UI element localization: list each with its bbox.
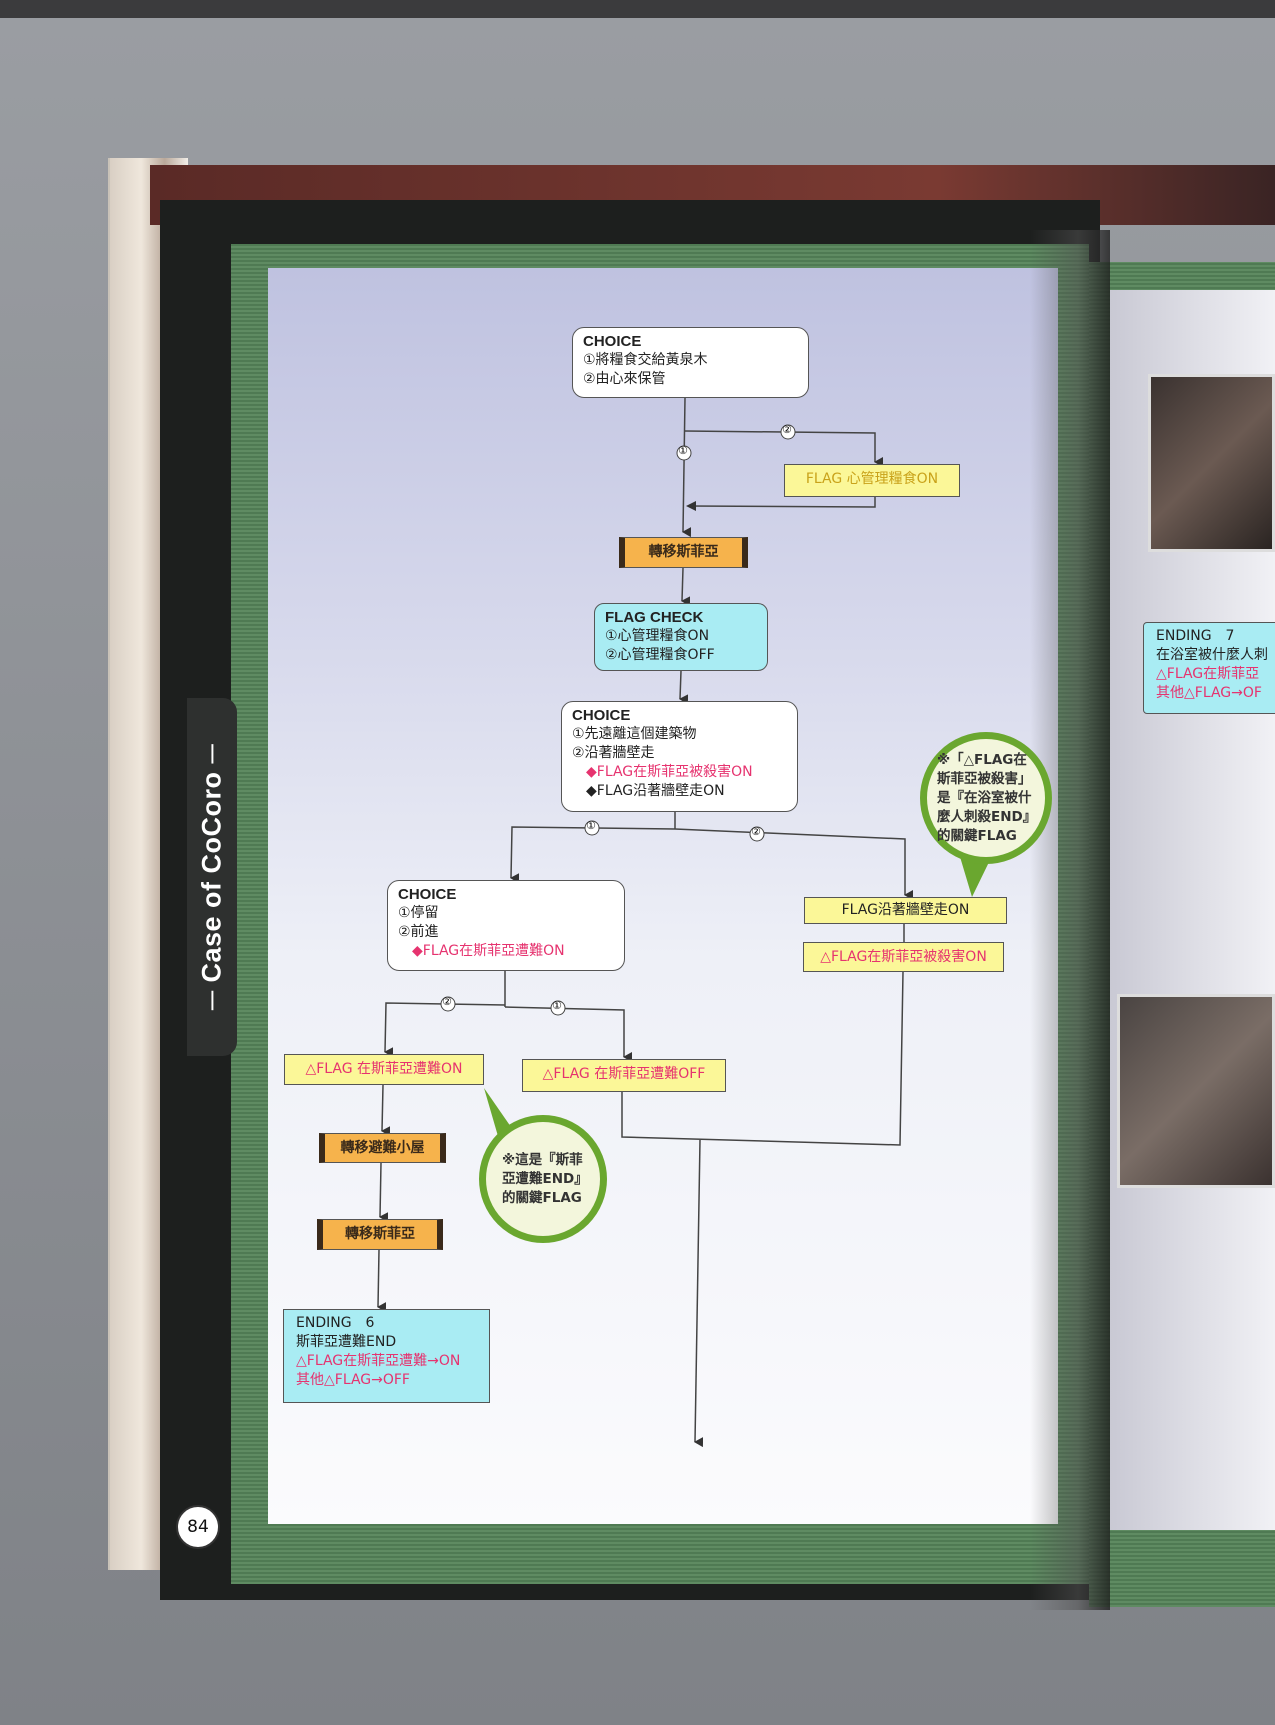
book-gutter-shadow bbox=[1030, 230, 1110, 1610]
ending7-name: 在浴室被什麼人刺 bbox=[1156, 647, 1268, 663]
branch-label-1: ① bbox=[678, 444, 688, 457]
choice-option: ①先遠離這個建築物 bbox=[572, 726, 697, 742]
move-sophia-box: 轉移斯菲亞 bbox=[317, 1219, 443, 1250]
ending6-title: ENDING 6 bbox=[296, 1315, 375, 1331]
ending6-box: ENDING 6 斯菲亞遭難END △FLAG在斯菲亞遭難→ON 其他△FLAG… bbox=[283, 1309, 490, 1403]
right-page-photo-top bbox=[1148, 374, 1275, 552]
flag-wall-box: FLAG沿著牆壁走ON bbox=[804, 897, 1007, 924]
flag-disaster-on-box: △FLAG 在斯菲亞遭難ON bbox=[284, 1054, 484, 1085]
ending6-flag-on: △FLAG在斯菲亞遭難→ON bbox=[296, 1353, 461, 1369]
choice-option: ①停留 bbox=[398, 905, 439, 921]
flag-check-heading: FLAG CHECK bbox=[605, 609, 704, 626]
choice-flag: ◆FLAG在斯菲亞被殺害ON bbox=[586, 764, 753, 780]
branch-label-1: ① bbox=[586, 819, 596, 832]
choice-heading: CHOICE bbox=[583, 333, 642, 350]
choice-heading: CHOICE bbox=[398, 886, 457, 903]
ending6-flag-off: 其他△FLAG→OFF bbox=[296, 1372, 410, 1388]
ending6-name: 斯菲亞遭難END bbox=[296, 1334, 397, 1350]
page-number: 84 bbox=[176, 1505, 220, 1549]
choice-heading: CHOICE bbox=[572, 707, 631, 724]
ending7-box: ENDING 7 在浴室被什麼人刺 △FLAG在斯菲亞 其他△FLAG→OF bbox=[1143, 622, 1275, 714]
flag-check-option: ①心管理糧食ON bbox=[605, 628, 710, 644]
flag-check-box: FLAG CHECK ①心管理糧食ON ②心管理糧食OFF bbox=[594, 603, 768, 671]
branch-label-1: ① bbox=[552, 999, 562, 1012]
choice-box-2: CHOICE ①先遠離這個建築物 ②沿著牆壁走 ◆FLAG在斯菲亞被殺害ON ◆… bbox=[561, 701, 798, 812]
choice-flag: ◆FLAG在斯菲亞遭難ON bbox=[412, 943, 565, 959]
note-bubble-disaster: ※這是『斯菲亞遭難END』的關鍵FLAG bbox=[479, 1115, 607, 1243]
choice-box-1: CHOICE ①將糧食交給黃泉木 ②由心來保管 bbox=[572, 327, 809, 398]
flag-killed-box: △FLAG在斯菲亞被殺害ON bbox=[803, 942, 1004, 972]
scan-top-band bbox=[0, 0, 1275, 18]
right-page-photo-bottom bbox=[1117, 994, 1275, 1188]
choice-option: ②由心來保管 bbox=[583, 371, 666, 387]
move-sophia-box: 轉移斯菲亞 bbox=[619, 537, 748, 568]
move-shelter-box: 轉移避難小屋 bbox=[319, 1133, 446, 1163]
choice-option: ②沿著牆壁走 bbox=[572, 745, 655, 761]
ending7-flag-off: 其他△FLAG→OF bbox=[1156, 685, 1262, 701]
branch-label-2: ② bbox=[782, 423, 792, 436]
flag-disaster-off-box: △FLAG 在斯菲亞遭難OFF bbox=[522, 1059, 726, 1092]
branch-label-2: ② bbox=[751, 825, 761, 838]
flag-check-option: ②心管理糧食OFF bbox=[605, 647, 715, 663]
choice-box-3: CHOICE ①停留 ②前進 ◆FLAG在斯菲亞遭難ON bbox=[387, 880, 625, 971]
branch-label-2: ② bbox=[442, 995, 452, 1008]
choice-option: ①將糧食交給黃泉木 bbox=[583, 352, 708, 368]
choice-option: ②前進 bbox=[398, 924, 439, 940]
choice-flag: ◆FLAG沿著牆壁走ON bbox=[586, 783, 725, 799]
ending7-flag-on: △FLAG在斯菲亞 bbox=[1156, 666, 1260, 682]
side-title-tab: ─ Case of CoCoro ─ bbox=[187, 698, 237, 1056]
ending7-title: ENDING 7 bbox=[1156, 628, 1235, 644]
note-bubble-killed: ※「△FLAG在斯菲亞被殺害」是『在浴室被什麼人刺殺END』的關鍵FLAG bbox=[920, 732, 1052, 864]
flag-food-box: FLAG 心管理糧食ON bbox=[784, 464, 960, 497]
